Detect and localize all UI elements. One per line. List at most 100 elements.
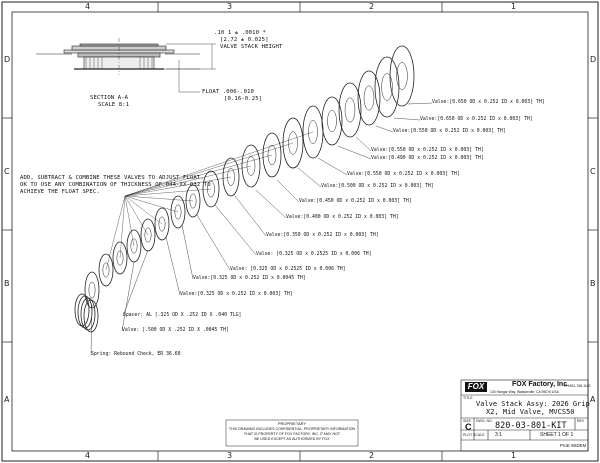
fan-line-10 — [124, 176, 232, 197]
sheet-number: SHEET 1 OF 1 — [540, 432, 574, 438]
valve-label-2: Valve:[0.650 OD x 0.252 ID x 0.003] TH] — [420, 117, 533, 122]
fan-line-1 — [124, 188, 212, 197]
valve-disc-6 — [302, 105, 324, 159]
valve-label-7: Valve:[0.500 OD x 0.252 ID x 0.003] TH] — [321, 184, 434, 189]
valve-disc-17 — [112, 241, 128, 275]
drawing-number: 820-03-801-KIT — [495, 421, 567, 431]
float-note-line-1: ADD, SUBTRACT & COMBINE THESE VALVES TO … — [20, 175, 204, 181]
zone-label-right-b: B — [590, 279, 596, 288]
label-leaders — [90, 102, 433, 356]
valve-disc-9 — [241, 144, 261, 188]
valve-disc-3 — [357, 70, 381, 126]
valve-disc-bore-16 — [130, 238, 138, 254]
size-field-label: SIZE — [463, 419, 471, 423]
valve-disc-7 — [282, 117, 304, 169]
leader-4 — [355, 136, 372, 152]
zone-label-top-2: 2 — [369, 2, 375, 11]
valve-disc-2 — [374, 56, 400, 118]
valve-disc-bore-3 — [363, 85, 375, 111]
leader-8 — [276, 179, 300, 203]
valve-disc-5 — [321, 96, 343, 146]
valve-label-11: Valve: [0.325 OD x 0.2525 ID x 0.006 TH] — [256, 252, 372, 257]
valve-disc-bore-2 — [381, 73, 393, 101]
fan-line-3 — [124, 195, 179, 213]
valve-disc-bore-14 — [158, 216, 166, 232]
valve-disc-bore-13 — [174, 204, 182, 220]
leader-12 — [196, 214, 231, 271]
company-address: 130 Hangar Way, Watsonville, CA 95076 US… — [490, 390, 559, 394]
fan-line-9 — [124, 165, 252, 197]
leader-15 — [122, 249, 149, 317]
float-note-line-2: OK TO USE ANY COMBINATION OF THICKNESS O… — [20, 182, 211, 188]
valve-disc-bore-8 — [267, 144, 277, 166]
valve-label-14: Valve:[0.325 OD x 0.252 ID x 0.003] TH] — [180, 292, 293, 297]
valve-label-12: Valve: [0.325 OD x 0.2525 ID x 0.006 TH] — [230, 267, 346, 272]
zone-label-left-c: C — [4, 167, 10, 176]
float-note-line-3: ACHIEVE THE FLOAT SPEC. — [20, 189, 100, 195]
zone-label-left-b: B — [4, 279, 10, 288]
valve-label-3: Valve:[0.550 OD x 0.252 ID x 0.003] TH] — [393, 129, 506, 134]
proprietary-text-3: BE USED EXCEPT AS AUTHORIZED BY FOX — [254, 437, 330, 441]
valve-label-15: Valve: [.500 OD X .252 ID X .0045 TH] — [122, 328, 229, 333]
valve-label-6: Valve:[0.550 OD x 0.252 ID x 0.003] TH] — [347, 172, 460, 177]
valve-label-1: Valve:[0.650 OD x 0.252 ID x 0.003] TH] — [432, 100, 545, 105]
title-block-frame — [460, 379, 589, 452]
fan-line-4 — [124, 195, 163, 225]
valve-label-8: Valve:[0.450 OD x 0.252 ID x 0.003] TH] — [299, 199, 412, 204]
float-note-fan-lines — [105, 131, 314, 271]
plot-scale-value: 3:1 — [495, 432, 502, 438]
zone-label-left-d: D — [4, 55, 11, 64]
zone-label-right-c: C — [590, 167, 596, 176]
float-dimension: FLOAT .006-.010 — [202, 89, 255, 95]
spring-coil-4 — [83, 299, 99, 333]
leader-9 — [255, 189, 287, 219]
leader-13 — [181, 224, 194, 280]
valve-disc-1 — [389, 45, 415, 107]
valve-disc-bore-15 — [144, 227, 152, 243]
zone-label-top-4: 4 — [85, 2, 91, 11]
rev-field-label: REV — [577, 419, 585, 423]
valve-disc-8 — [262, 132, 282, 178]
fan-line-6 — [124, 195, 135, 247]
leader-2 — [393, 117, 421, 121]
float-metric: [0.16-0.25] — [224, 96, 263, 102]
valve-disc-14 — [154, 207, 170, 241]
valve-disc-12 — [185, 184, 201, 218]
valve-disc-bore-12 — [189, 193, 197, 209]
fan-line-12 — [124, 142, 294, 197]
stack-height-dimension: .10 1 ± .0010 * — [214, 30, 267, 36]
valve-disc-13 — [170, 195, 186, 229]
proprietary-text-1: THIS DRAWING INCLUDES CONFIDENTIAL, PROP… — [228, 427, 356, 431]
proprietary-box — [225, 419, 359, 447]
drawing-title-line-2: X2, Mid Valve, MVCS50 — [486, 408, 575, 416]
valve-disc-10 — [222, 157, 240, 197]
valve-label-5: Valve:[0.490 OD x 0.252 ID x 0.003] TH] — [371, 156, 484, 161]
title-field-label: TITLE — [463, 396, 473, 400]
leader-10 — [234, 195, 267, 237]
zone-label-right-d: D — [590, 55, 597, 64]
drawing-title-line-1: Valve Stack Assy: 2026 Grip — [476, 400, 590, 408]
leader-5 — [337, 145, 372, 160]
valve-disc-bore-11 — [207, 180, 215, 198]
section-scale: SCALE 8:1 — [98, 102, 130, 108]
valve-disc-bore-7 — [288, 131, 298, 155]
fox-logo: FOX — [465, 382, 487, 392]
valve-stack — [74, 45, 415, 333]
zone-label-bottom-3: 3 — [227, 451, 233, 460]
valve-disc-bore-5 — [327, 109, 337, 133]
valve-disc-bore-4 — [344, 97, 356, 123]
fan-line-7 — [119, 195, 126, 259]
software-tag: ProE WIDEM — [560, 443, 587, 448]
zone-label-top-1: 1 — [511, 2, 517, 11]
valve-label-4: Valve:[0.550 OD x 0.252 ID x 0.003] TH] — [371, 148, 484, 153]
leader-1 — [407, 102, 433, 105]
valve-disc-bore-1 — [396, 62, 408, 90]
proprietary-text-2: THAT IS PROPERTY OF FOX FACTORY, INC. IT… — [243, 432, 341, 436]
stack-height-metric: [2.72 ± 0.025] — [220, 37, 269, 43]
fan-line-2 — [124, 195, 194, 202]
leader-16 — [121, 261, 135, 332]
company-phone: PH 831-768-1100 — [564, 384, 591, 388]
